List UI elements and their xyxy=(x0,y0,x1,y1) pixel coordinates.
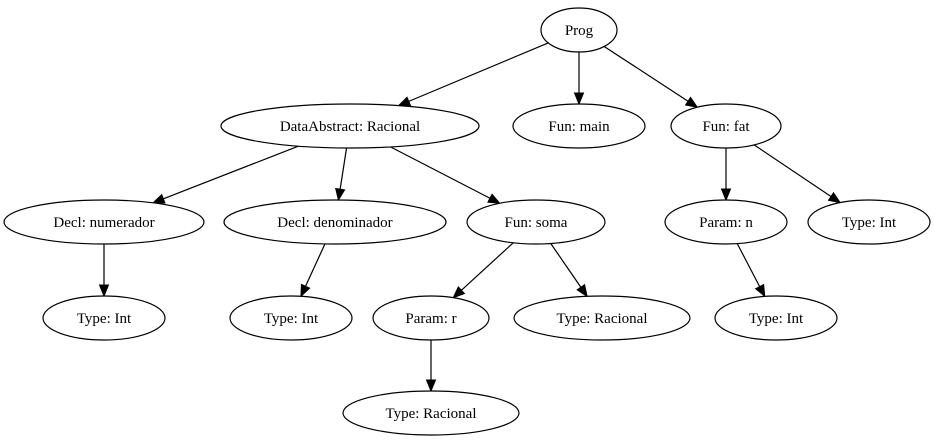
arrowhead xyxy=(576,283,588,298)
arrowhead xyxy=(335,187,346,202)
arrowhead xyxy=(827,191,842,204)
node-label: Param: r xyxy=(405,311,456,327)
node-data-abstract: DataAbstract: Racional xyxy=(220,103,480,149)
node-prog: Prog xyxy=(540,7,618,53)
node-ellipse xyxy=(512,103,646,149)
edge-line xyxy=(390,146,491,199)
edge-param-r-to-type-racional-r xyxy=(425,340,437,393)
edge-line xyxy=(339,147,348,190)
node-label: Param: n xyxy=(699,215,753,231)
arrowhead xyxy=(754,283,766,298)
node-param-r: Param: r xyxy=(372,295,490,341)
node-label: Prog xyxy=(565,23,594,39)
node-ellipse xyxy=(714,295,838,341)
node-fun-soma: Fun: soma xyxy=(466,199,606,245)
node-ellipse xyxy=(466,199,606,245)
edge-line xyxy=(460,242,514,291)
node-type-racional-r: Type: Racional xyxy=(342,390,520,436)
arrowhead xyxy=(684,96,699,108)
edges-layer xyxy=(98,42,842,393)
arrowhead xyxy=(397,96,412,107)
arrowhead xyxy=(720,188,732,202)
arrowhead xyxy=(98,284,110,298)
node-label: Fun: main xyxy=(548,119,610,135)
node-ellipse xyxy=(664,199,788,245)
edge-fun-fat-to-type-int-fat xyxy=(753,144,842,204)
edge-line xyxy=(550,243,582,288)
node-label: Fun: soma xyxy=(505,215,568,231)
node-label: Fun: fat xyxy=(702,119,750,135)
node-label: Type: Int xyxy=(749,311,804,327)
node-type-int-fat: Type: Int xyxy=(807,199,931,245)
edge-data-abstract-to-decl-numerador xyxy=(151,145,299,204)
arrowhead xyxy=(425,379,437,393)
edge-line xyxy=(753,144,832,197)
node-label: Type: Int xyxy=(264,311,319,327)
node-type-int-n: Type: Int xyxy=(714,295,838,341)
edge-prog-to-fun-fat xyxy=(603,45,699,108)
edge-decl-numerador-to-type-int-num xyxy=(98,244,110,298)
edge-line xyxy=(304,243,326,287)
node-decl-denominador: Decl: denominador xyxy=(223,199,447,245)
edge-line xyxy=(736,243,761,287)
node-type-int-num: Type: Int xyxy=(42,295,166,341)
edge-fun-soma-to-type-racional-soma xyxy=(550,243,588,298)
node-label: Decl: numerador xyxy=(53,215,154,231)
node-fun-fat: Fun: fat xyxy=(670,103,782,149)
edge-line xyxy=(603,45,689,102)
edge-param-n-to-type-int-n xyxy=(736,243,766,298)
node-label: Type: Racional xyxy=(556,311,647,327)
edge-data-abstract-to-decl-denominador xyxy=(335,147,348,202)
arrowhead xyxy=(151,193,166,204)
node-ellipse xyxy=(513,295,691,341)
node-ellipse xyxy=(220,103,480,149)
edge-fun-soma-to-param-r xyxy=(452,242,514,299)
node-label: DataAbstract: Racional xyxy=(280,119,420,135)
node-label: Type: Int xyxy=(842,215,897,231)
node-ellipse xyxy=(342,390,520,436)
node-ellipse xyxy=(807,199,931,245)
edge-line xyxy=(408,42,549,102)
arrowhead xyxy=(487,193,501,204)
edge-line xyxy=(163,145,299,200)
node-fun-main: Fun: main xyxy=(512,103,646,149)
node-ellipse xyxy=(670,103,782,149)
node-ellipse xyxy=(229,295,353,341)
node-label: Type: Int xyxy=(77,311,132,327)
node-ellipse xyxy=(42,295,166,341)
edge-data-abstract-to-fun-soma xyxy=(390,146,501,204)
node-label: Decl: denominador xyxy=(277,215,392,231)
edge-decl-denominador-to-type-int-den xyxy=(300,243,326,298)
edge-fun-fat-to-param-n xyxy=(720,148,732,202)
node-type-int-den: Type: Int xyxy=(229,295,353,341)
arrowhead xyxy=(573,92,585,106)
node-param-n: Param: n xyxy=(664,199,788,245)
arrowhead xyxy=(300,283,311,298)
edge-prog-to-fun-main xyxy=(573,52,585,106)
arrowhead xyxy=(452,286,466,299)
node-decl-numerador: Decl: numerador xyxy=(3,199,205,245)
node-type-racional-soma: Type: Racional xyxy=(513,295,691,341)
node-ellipse xyxy=(223,199,447,245)
node-ellipse xyxy=(372,295,490,341)
node-ellipse xyxy=(3,199,205,245)
node-ellipse xyxy=(540,7,618,53)
edge-prog-to-data-abstract xyxy=(397,42,549,107)
node-label: Type: Racional xyxy=(385,406,476,422)
